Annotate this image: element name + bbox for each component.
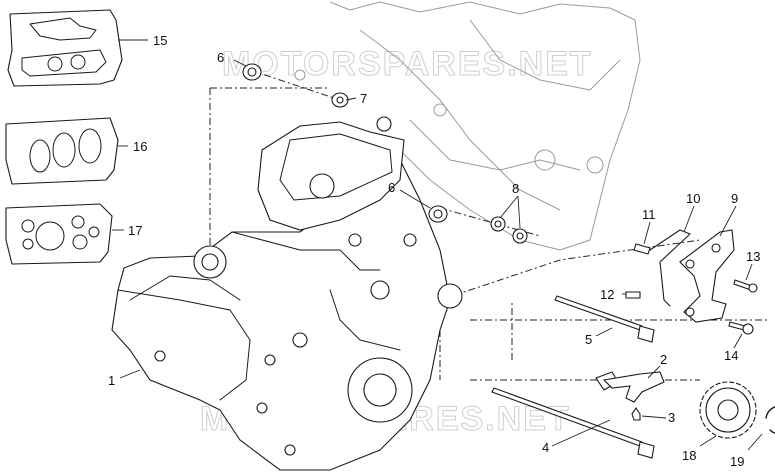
callout-15: 15	[153, 33, 167, 48]
spring-10	[649, 229, 691, 307]
dowel-pin-11	[633, 243, 651, 255]
callout-1: 1	[108, 373, 115, 388]
oil-seal-lower	[428, 205, 448, 223]
ring-kit-box	[5, 117, 119, 185]
callout-18: 18	[682, 448, 696, 463]
engine-assembly	[111, 121, 463, 471]
gasket-kit-box	[7, 9, 123, 87]
callout-8: 8	[512, 181, 519, 196]
washer-top	[376, 116, 392, 132]
sprocket-18	[699, 381, 757, 439]
long-bolt-upper	[554, 295, 655, 343]
dowel-pin-12	[625, 291, 641, 299]
callout-4: 4	[542, 440, 549, 455]
callout-2: 2	[660, 352, 667, 367]
screw-13	[733, 279, 758, 293]
callout-14: 14	[724, 348, 738, 363]
callout-11: 11	[642, 207, 656, 222]
callout-7: 7	[360, 91, 367, 106]
callout-5: 5	[585, 332, 592, 347]
callout-19: 19	[730, 454, 744, 469]
circlip-19	[765, 406, 775, 434]
washer-pair	[490, 216, 528, 244]
bracket-9	[679, 229, 735, 323]
screw-14	[728, 321, 754, 335]
washer-upper	[331, 92, 349, 108]
callout-16: 16	[133, 139, 147, 154]
leader-lines	[112, 39, 763, 451]
callout-10: 10	[686, 191, 700, 206]
o-ring-kit-box	[5, 203, 113, 265]
callout-6-upper: 6	[217, 50, 224, 65]
callout-3: 3	[668, 410, 675, 425]
shift-lever	[595, 371, 665, 403]
long-bolt-lower	[491, 387, 655, 459]
screw-3	[631, 407, 641, 421]
callout-12: 12	[600, 287, 614, 302]
callout-9: 9	[731, 191, 738, 206]
callout-17: 17	[128, 223, 142, 238]
callout-13: 13	[746, 249, 760, 264]
callout-6-lower: 6	[388, 180, 395, 195]
callouts: 15 16 17 1 2 3 4 5 6 6 7 8 9 10 11 12 13…	[108, 33, 760, 469]
oil-seal-upper	[242, 63, 262, 81]
watermark-top: MOTORSPARES.NET	[222, 45, 593, 83]
